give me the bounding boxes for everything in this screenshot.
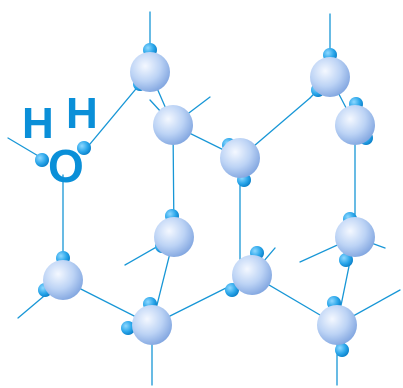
oxygen-atom <box>232 255 272 295</box>
hydrogen-atom <box>121 321 135 335</box>
hydrogen-atom <box>339 253 353 267</box>
hydrogen-right-label: H <box>66 89 98 138</box>
oxygen-atom <box>310 57 350 97</box>
oxygen-atom <box>132 305 172 345</box>
hydrogen-left-label: H <box>22 99 54 148</box>
oxygen-atom <box>43 260 83 300</box>
oxygen-atom <box>335 105 375 145</box>
hydrogen-bond-line <box>7 137 41 158</box>
oxygen-atom <box>154 217 194 257</box>
oxygen-atom <box>130 52 170 92</box>
water-molecule-label: H H O <box>22 89 98 192</box>
hydrogen-atom <box>77 141 91 155</box>
oxygen-atom <box>153 105 193 145</box>
hydrogen-atom <box>225 283 239 297</box>
oxygen-atom <box>317 305 357 345</box>
oxygen-atom <box>335 217 375 257</box>
hydrogen-atom <box>35 153 49 167</box>
oxygen-atoms <box>43 52 375 345</box>
oxygen-label: O <box>48 140 84 192</box>
oxygen-atom <box>220 138 260 178</box>
hydrogen-atom <box>335 343 349 357</box>
